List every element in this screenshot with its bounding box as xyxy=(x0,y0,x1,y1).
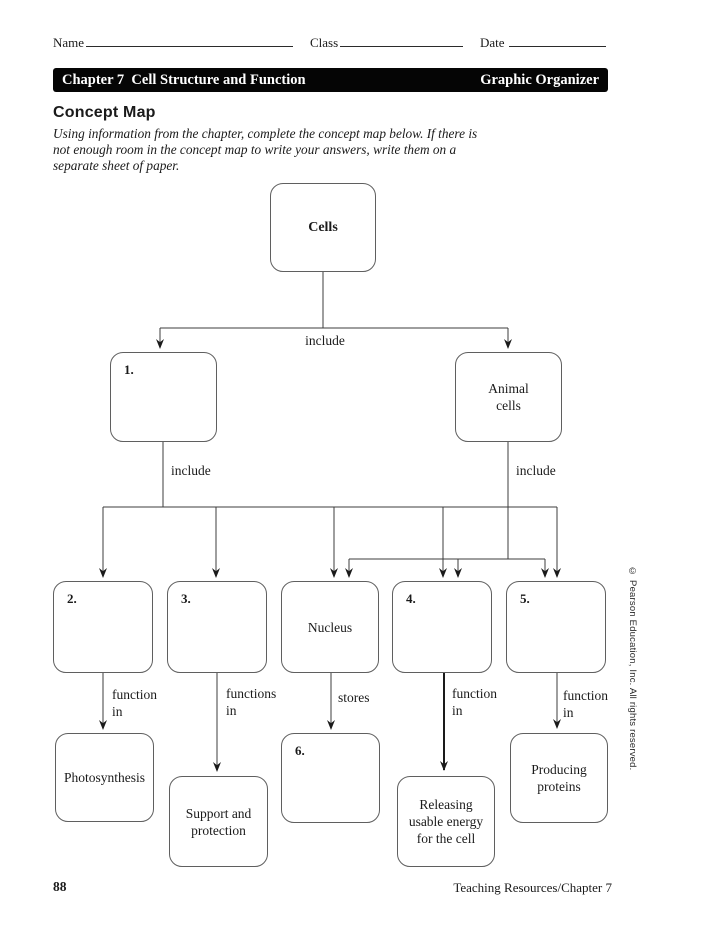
node-animal-cells-label: Animal cells xyxy=(488,381,529,413)
instructions-line-1: Using information from the chapter, comp… xyxy=(53,126,478,141)
node-organelle-4-blank: 4. xyxy=(392,581,492,673)
edge-label-function-in-4: function in xyxy=(452,686,497,718)
edge-label-function-in-2: function in xyxy=(112,687,157,719)
name-label: Name xyxy=(53,35,85,50)
node-organelle-5-blank: 5. xyxy=(506,581,606,673)
node-cells-label: Cells xyxy=(308,220,338,235)
date-label: Date xyxy=(480,35,505,50)
node-animal-cells: Animal cells xyxy=(455,352,562,442)
edge-label-functions-in-3: functions in xyxy=(226,686,277,718)
class-underline xyxy=(340,46,463,47)
node-support-protection-label: Support and protection xyxy=(185,805,252,838)
edge-label-function-in-5: function in xyxy=(563,688,608,720)
instructions-line-2: not enough room in the concept map to wr… xyxy=(53,142,457,157)
node-nucleus-label: Nucleus xyxy=(307,619,353,635)
node-box6-number: 6. xyxy=(295,743,305,758)
node-photosynthesis-label: Photosynthesis xyxy=(63,770,145,785)
node-cells: Cells xyxy=(270,183,376,272)
node-organelle-3-blank: 3. xyxy=(167,581,267,673)
node-releasing-energy-label: Releasing usable energy for the cell xyxy=(408,797,484,846)
node-box6-blank: 6. xyxy=(281,733,380,823)
node-plant-cells-blank: 1. xyxy=(110,352,217,442)
node-support-protection: Support and protection xyxy=(169,776,268,867)
copyright-sidebar: © Pearson Education, Inc. All rights res… xyxy=(627,566,638,771)
node-organelle-4-number: 4. xyxy=(406,591,416,606)
edge-label-include-animal: include xyxy=(516,463,556,478)
edge-label-include-plant: include xyxy=(171,463,211,478)
section-heading: Concept Map xyxy=(53,104,156,121)
node-organelle-3-number: 3. xyxy=(181,591,191,606)
node-organelle-2-blank: 2. xyxy=(53,581,153,673)
footer-source: Teaching Resources/Chapter 7 xyxy=(453,880,612,895)
node-releasing-energy: Releasing usable energy for the cell xyxy=(397,776,495,867)
chapter-banner-type: Graphic Organizer xyxy=(480,71,599,88)
edge-label-include-top: include xyxy=(305,333,345,348)
chapter-banner: Chapter 7 Cell Structure and Function Gr… xyxy=(53,68,608,92)
node-photosynthesis: Photosynthesis xyxy=(55,733,154,822)
name-underline xyxy=(86,46,293,47)
page-number: 88 xyxy=(53,879,67,894)
class-label: Class xyxy=(310,35,339,50)
date-underline xyxy=(509,46,606,47)
node-nucleus: Nucleus xyxy=(281,581,379,673)
instructions-line-3: separate sheet of paper. xyxy=(53,158,180,173)
node-producing-proteins: Producing proteins xyxy=(510,733,608,823)
node-organelle-2-number: 2. xyxy=(67,591,77,606)
chapter-banner-title: Chapter 7 Cell Structure and Function xyxy=(62,71,306,88)
node-plant-cells-number: 1. xyxy=(124,362,134,377)
edge-label-stores: stores xyxy=(338,690,370,705)
node-organelle-5-number: 5. xyxy=(520,591,530,606)
node-producing-proteins-label: Producing proteins xyxy=(531,762,587,794)
